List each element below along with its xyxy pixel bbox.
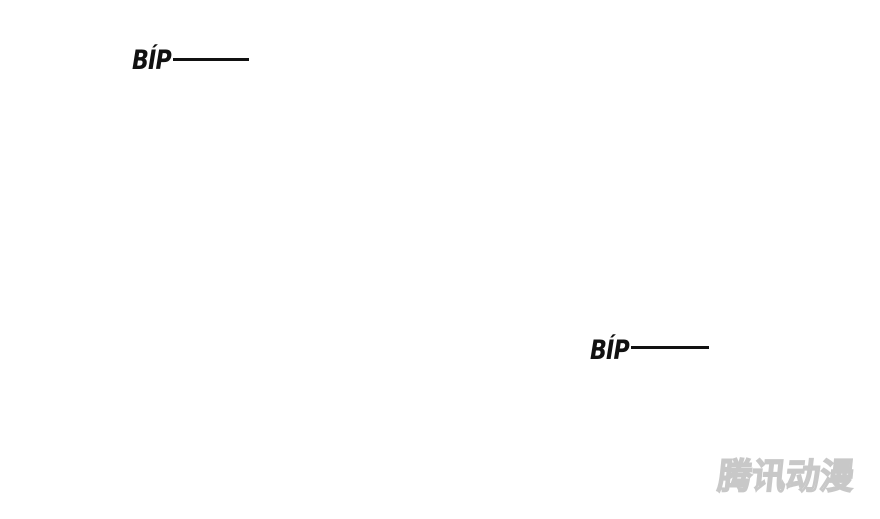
sound-effect-beep-1: BÍP bbox=[132, 45, 250, 76]
em-dash-line bbox=[631, 346, 710, 349]
tencent-comics-watermark: 腾讯动漫 bbox=[715, 455, 857, 498]
em-dash-line bbox=[173, 58, 250, 61]
sound-effect-beep-2: BÍP bbox=[590, 335, 710, 366]
sound-effect-text: BÍP bbox=[132, 45, 172, 76]
sound-effect-text: BÍP bbox=[590, 335, 630, 366]
